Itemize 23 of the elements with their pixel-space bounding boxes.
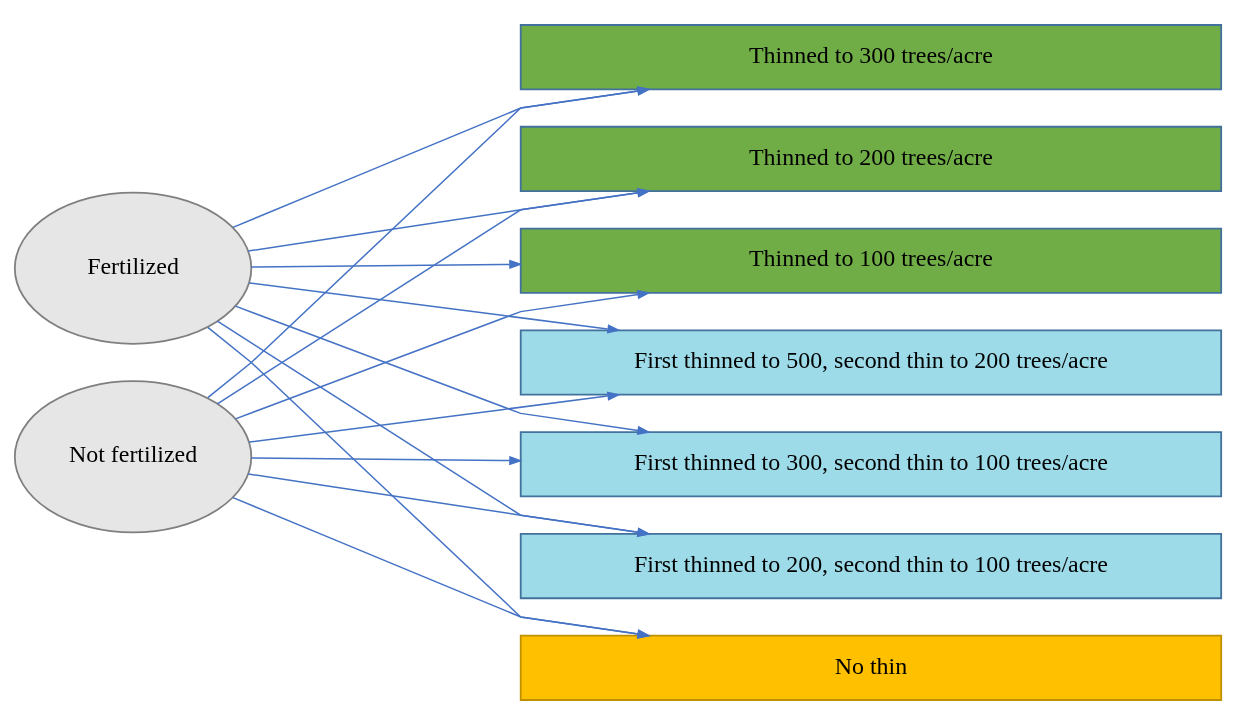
node-box: First thinned to 200, second thin to 100 trees/acre bbox=[519, 533, 1223, 600]
arrow bbox=[250, 259, 523, 270]
node-ellipse: Fertilized bbox=[13, 191, 253, 345]
node-box: No thin bbox=[519, 634, 1223, 701]
arrow bbox=[207, 86, 651, 399]
arrow bbox=[232, 86, 651, 229]
arrow bbox=[232, 496, 651, 639]
arrow bbox=[234, 289, 651, 420]
arrow bbox=[247, 188, 651, 252]
node-box: First thinned to 500, second thin to 200 trees/acre bbox=[519, 329, 1223, 396]
arrow bbox=[207, 326, 651, 639]
arrow bbox=[250, 455, 523, 466]
arrow bbox=[216, 320, 651, 537]
node-box: Thinned to 200 trees/acre bbox=[519, 125, 1223, 192]
node-box: Thinned to 100 trees/acre bbox=[519, 227, 1223, 294]
arrow bbox=[234, 305, 651, 436]
arrow bbox=[216, 188, 651, 405]
node-ellipse: Not fertilized bbox=[13, 380, 253, 534]
arrow bbox=[248, 391, 621, 443]
node-box: First thinned to 300, second thin to 100 trees/acre bbox=[519, 431, 1223, 498]
arrow bbox=[247, 473, 651, 537]
node-box: Thinned to 300 trees/acre bbox=[519, 24, 1223, 91]
arrow bbox=[248, 282, 621, 334]
